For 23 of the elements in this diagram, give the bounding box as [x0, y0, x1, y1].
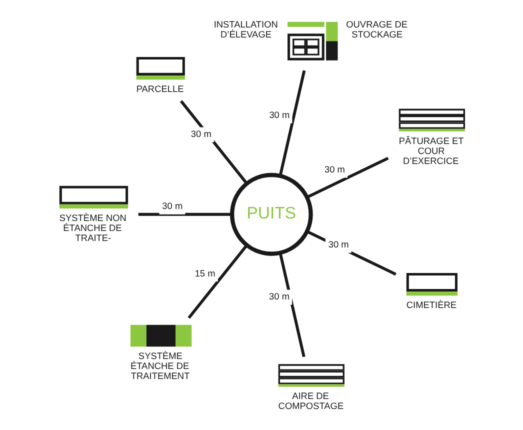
connector [306, 230, 396, 276]
node-circle: PUITS [229, 172, 312, 256]
node-label: SYSTÈME NON ÉTANCHE DE TRAITE- [58, 212, 126, 244]
edge-label: 30 m [324, 164, 344, 175]
edge-label: 30 m [268, 292, 290, 302]
edge-label: 30 m [190, 129, 211, 140]
node-label: AIRE DE COMPOSTAGE [278, 391, 344, 412]
connector [179, 100, 248, 184]
edge-label: 30 m [328, 240, 348, 250]
edge-label: 15 m [194, 268, 215, 278]
edge-label: 30 m [268, 110, 290, 120]
connector [187, 244, 248, 319]
connector [278, 70, 306, 176]
node-label: PARCELLE [136, 84, 184, 94]
node-label: SYSTÈME ÉTANCHE DE TRAITEMENT [130, 351, 190, 382]
node-label: CIMETIÈRE [406, 300, 456, 310]
node-label: PÂTURAGE ET COUR D’EXERCICE [398, 136, 464, 166]
connector [278, 252, 305, 358]
node-label: INSTALLATION D’ÉLEVAGE [213, 20, 278, 40]
connector [138, 212, 232, 216]
node-label: OUVRAGE DE STOCKAGE [346, 20, 408, 40]
connector [306, 156, 388, 199]
edge-label: 30 m [162, 201, 182, 212]
